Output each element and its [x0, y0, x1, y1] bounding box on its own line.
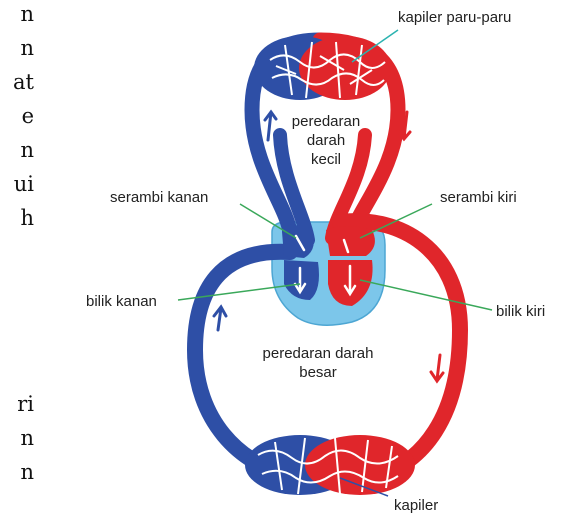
- label-peredaran-kecil-1: peredaran: [292, 113, 360, 130]
- label-peredaran-besar-2: besar: [299, 364, 337, 381]
- left-atrium: [326, 226, 375, 256]
- label-bilik-kanan: bilik kanan: [86, 293, 157, 310]
- label-serambi-kiri: serambi kiri: [440, 189, 517, 206]
- label-kapiler: kapiler: [394, 497, 438, 514]
- label-peredaran-kecil-2: darah: [307, 132, 345, 149]
- label-serambi-kanan: serambi kanan: [110, 189, 208, 206]
- label-kapiler-paru: kapiler paru-paru: [398, 9, 511, 26]
- label-peredaran-besar-1: peredaran darah: [263, 345, 374, 362]
- label-bilik-kiri: bilik kiri: [496, 303, 545, 320]
- label-peredaran-kecil-3: kecil: [311, 151, 341, 168]
